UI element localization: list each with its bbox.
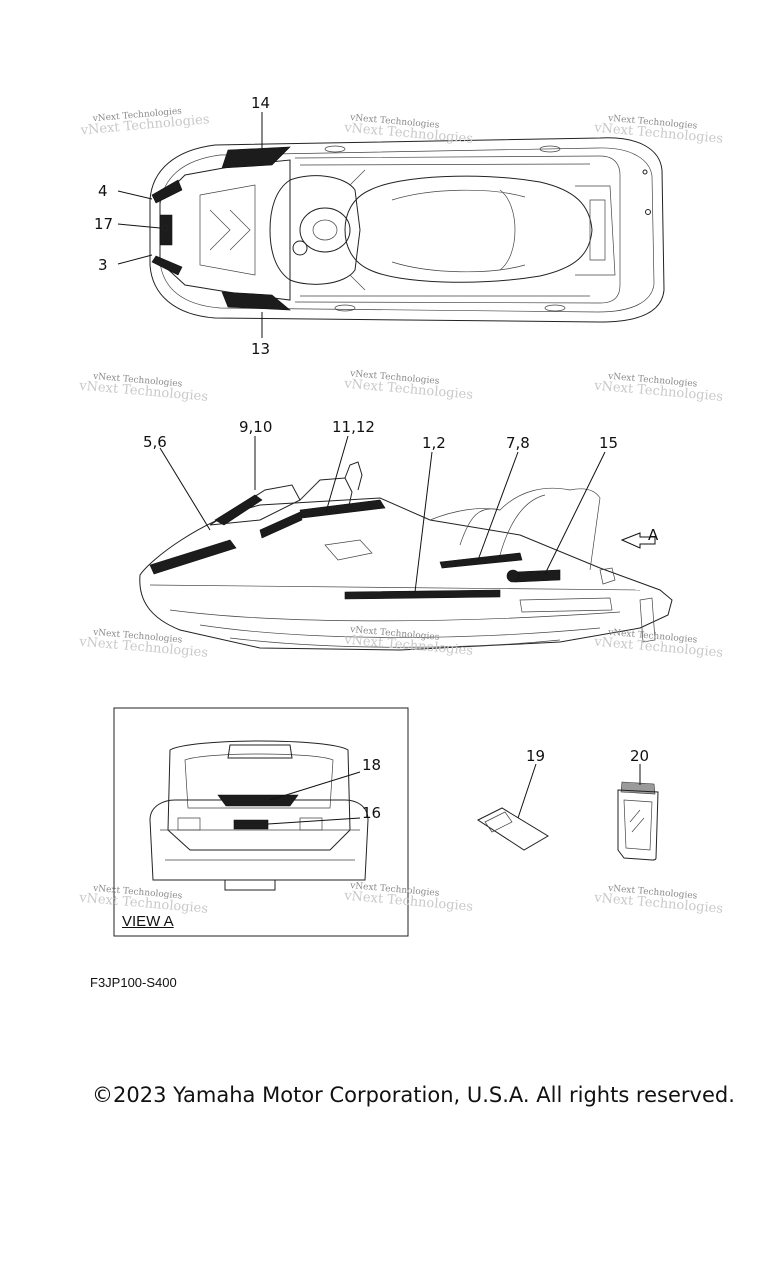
callout-19: 19 — [526, 747, 545, 765]
view-arrow-label: A — [648, 526, 659, 544]
callout-7-8: 7,8 — [506, 434, 530, 452]
callout-5-6: 5,6 — [143, 433, 167, 451]
rear-view-watercraft — [149, 740, 369, 891]
callout-1-2: 1,2 — [422, 434, 446, 452]
side-view-watercraft — [139, 461, 673, 651]
watermarks: vNext Technologies vNext Technologies vN… — [78, 107, 724, 917]
view-a-label: VIEW A — [122, 913, 174, 930]
view-a-frame — [113, 707, 409, 937]
callout-16: 16 — [362, 804, 381, 822]
callout-20: 20 — [630, 747, 649, 765]
drawing-code: F3JP100-S400 — [90, 975, 177, 990]
callout-13: 13 — [251, 340, 270, 358]
side-view-callouts: 5,6 9,10 11,12 1,2 7,8 15 A — [143, 418, 659, 593]
callout-17: 17 — [94, 215, 113, 233]
callout-9-10: 9,10 — [239, 418, 272, 436]
top-view-watercraft — [149, 137, 665, 323]
callout-4: 4 — [98, 182, 108, 200]
item-19-pouch: 19 — [476, 747, 549, 851]
copyright-notice: ©2023 Yamaha Motor Corporation, U.S.A. A… — [92, 1083, 735, 1107]
callout-18: 18 — [362, 756, 381, 774]
callout-14: 14 — [251, 94, 270, 112]
item-20-card-holder: 20 — [617, 747, 659, 861]
callout-3: 3 — [98, 256, 108, 274]
callout-15: 15 — [599, 434, 618, 452]
callout-11-12: 11,12 — [332, 418, 375, 436]
top-view-callouts: 14 4 17 3 13 — [94, 94, 270, 358]
rear-view-callouts: 18 16 — [267, 756, 381, 825]
